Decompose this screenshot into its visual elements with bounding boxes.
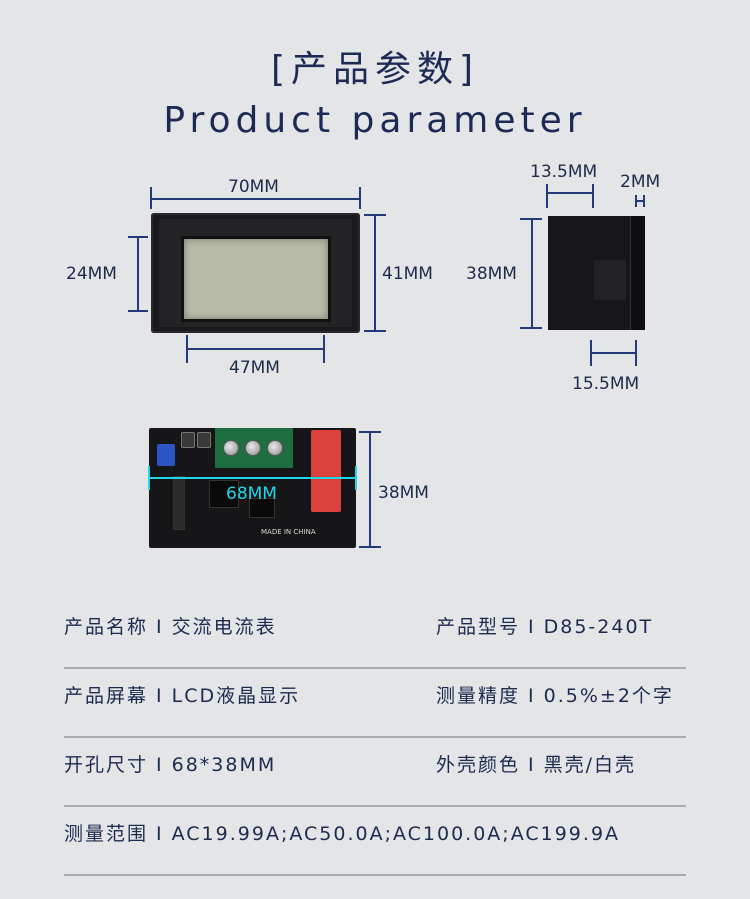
- spec-value: 黑壳/白壳: [543, 754, 637, 776]
- spec-key: 产品屏幕: [64, 685, 149, 707]
- side-height-tick-top: [520, 218, 542, 220]
- spec-cell: 外壳颜色 I 黑壳/白壳: [436, 750, 636, 777]
- spec-value: AC19.99A;AC50.0A;AC100.0A;AC199.9A: [171, 823, 621, 845]
- spec-value: 68*38MM: [171, 754, 277, 776]
- ic-chip: [249, 498, 275, 518]
- side-bottom-label: 15.5MM: [572, 374, 640, 394]
- made-in-label: MADE IN CHINA: [261, 528, 316, 536]
- spec-separator: I: [156, 823, 164, 845]
- spec-cell: 测量范围 I AC19.99A;AC50.0A;AC100.0A;AC199.9A: [64, 819, 620, 846]
- lcd-screen: [181, 236, 331, 322]
- spec-separator: I: [156, 685, 164, 707]
- board-height-line: [369, 431, 371, 547]
- spec-cell: 产品名称 I 交流电流表: [64, 612, 277, 639]
- front-bottom-width-label: 47MM: [229, 358, 280, 378]
- ic-chip: [209, 480, 239, 508]
- side-bottom-tick-b: [635, 340, 637, 366]
- side-top-left-line: [547, 192, 593, 194]
- spec-key: 外壳颜色: [436, 754, 521, 776]
- front-right-height-label: 41MM: [382, 264, 433, 284]
- side-clip: [594, 260, 626, 300]
- side-top-left-tick-a: [546, 184, 548, 208]
- spec-row: 测量范围 I AC19.99A;AC50.0A;AC100.0A;AC199.9A: [64, 807, 686, 876]
- spec-separator: I: [156, 616, 164, 638]
- spec-table: 产品名称 I 交流电流表 产品型号 I D85-240T 产品屏幕 I LCD液晶显示 测量…: [64, 600, 686, 876]
- spec-separator: I: [528, 685, 536, 707]
- side-meter: [548, 216, 645, 330]
- terminal-screw: [267, 440, 283, 456]
- circuit-board: MADE IN CHINA: [149, 428, 356, 548]
- side-top-left-label: 13.5MM: [530, 162, 598, 182]
- side-height-line: [531, 218, 533, 328]
- spec-value: 0.5%±2个字: [543, 685, 674, 707]
- front-width-line: [151, 198, 360, 200]
- spec-key: 测量精度: [436, 685, 521, 707]
- spec-value: D85-240T: [543, 616, 654, 638]
- spec-row: 开孔尺寸 I 68*38MM 外壳颜色 I 黑壳/白壳: [64, 738, 686, 807]
- board-height-tick-bottom: [359, 546, 381, 548]
- side-top-right-line: [636, 200, 644, 202]
- front-bottom-width-line: [187, 348, 324, 350]
- side-bottom-tick-a: [590, 340, 592, 366]
- spec-cell: 测量精度 I 0.5%±2个字: [436, 681, 674, 708]
- spec-value: LCD液晶显示: [171, 685, 301, 707]
- board-width-line: [149, 477, 357, 479]
- trim-pot: [157, 444, 175, 466]
- side-top-right-tick-b: [643, 195, 645, 207]
- spec-separator: I: [528, 616, 536, 638]
- spec-key: 测量范围: [64, 823, 149, 845]
- board-width-tick-right: [355, 466, 357, 490]
- front-right-height-tick-bottom: [364, 330, 386, 332]
- spec-row: 产品屏幕 I LCD液晶显示 测量精度 I 0.5%±2个字: [64, 669, 686, 738]
- spec-value: 交流电流表: [171, 616, 277, 638]
- title-cn: [产品参数]: [270, 49, 480, 90]
- side-height-tick-bottom: [520, 327, 542, 329]
- spec-cell: 产品屏幕 I LCD液晶显示: [64, 681, 300, 708]
- spec-row: 产品名称 I 交流电流表 产品型号 I D85-240T: [64, 600, 686, 669]
- side-bottom-line: [591, 352, 636, 354]
- side-flange: [630, 216, 645, 330]
- terminal-screw: [223, 440, 239, 456]
- board-height-tick-top: [359, 431, 381, 433]
- front-width-label: 70MM: [228, 177, 279, 197]
- front-left-height-tick-bottom: [128, 310, 148, 312]
- capacitor: [181, 432, 195, 448]
- spec-cell: 产品型号 I D85-240T: [436, 612, 653, 639]
- connector: [173, 476, 185, 530]
- terminal-screw: [245, 440, 261, 456]
- spec-key: 开孔尺寸: [64, 754, 149, 776]
- front-left-height-tick-top: [128, 236, 148, 238]
- side-top-left-tick-b: [592, 184, 594, 208]
- front-width-tick-left: [150, 187, 152, 209]
- board-height-label: 38MM: [378, 483, 429, 503]
- board-width-label: 68MM: [226, 484, 277, 504]
- capacitor: [197, 432, 211, 448]
- spec-key: 产品名称: [64, 616, 149, 638]
- side-top-right-label: 2MM: [620, 172, 661, 192]
- front-width-tick-right: [359, 187, 361, 209]
- spec-separator: I: [528, 754, 536, 776]
- front-right-height-tick-top: [364, 214, 386, 216]
- red-component: [311, 430, 341, 512]
- front-left-height-label: 24MM: [66, 264, 117, 284]
- front-right-height-line: [374, 214, 376, 332]
- spec-separator: I: [156, 754, 164, 776]
- title-en: Product parameter: [163, 100, 587, 141]
- board-width-tick-left: [148, 466, 150, 490]
- spec-cell: 开孔尺寸 I 68*38MM: [64, 750, 276, 777]
- side-top-right-tick-a: [635, 195, 637, 207]
- spec-key: 产品型号: [436, 616, 521, 638]
- front-bottom-width-tick-left: [186, 335, 188, 363]
- front-bottom-width-tick-right: [323, 335, 325, 363]
- front-left-height-line: [137, 236, 139, 312]
- side-height-label: 38MM: [466, 264, 517, 284]
- front-meter: [151, 213, 360, 333]
